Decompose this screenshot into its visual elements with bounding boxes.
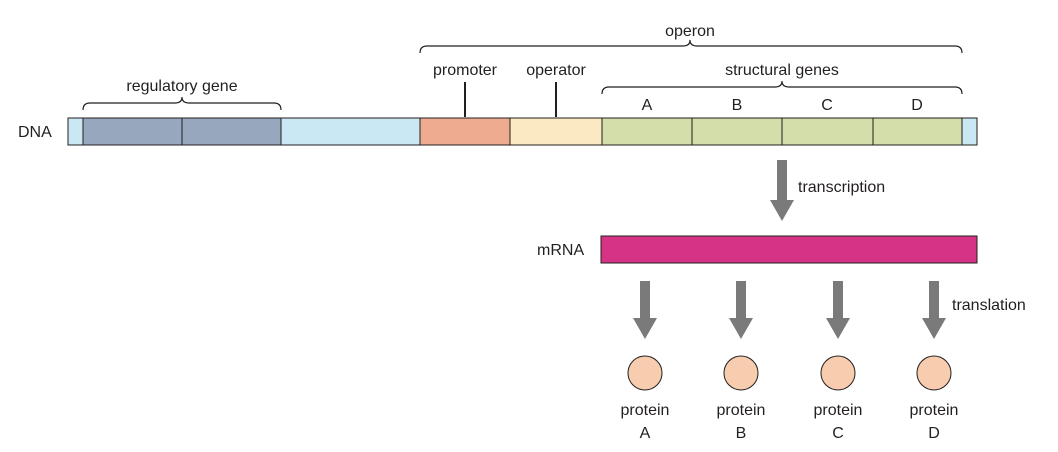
dna-label: DNA <box>18 124 52 141</box>
gene-label-b: B <box>732 97 743 114</box>
operator-segment <box>509 117 603 146</box>
dna-left-cap <box>67 117 84 146</box>
protein-b: protein B <box>717 355 766 442</box>
gene-d-segment <box>872 117 963 146</box>
protein-c: protein C <box>814 355 863 442</box>
operon-label: operon <box>665 23 715 40</box>
gene-c-segment <box>781 117 874 146</box>
protein-a: protein A <box>621 355 670 442</box>
protein-b-label: protein <box>717 402 766 419</box>
gene-label-d: D <box>911 97 923 114</box>
protein-c-label: protein <box>814 402 863 419</box>
protein-d-label: protein <box>910 402 959 419</box>
protein-d-circle <box>916 355 952 391</box>
mrna-label: mRNA <box>537 242 584 259</box>
operon-brace <box>419 39 963 54</box>
protein-c-letter: C <box>832 425 844 442</box>
transcription-arrow-icon <box>770 160 794 221</box>
gene-label-c: C <box>821 97 833 114</box>
regulatory-gene-label: regulatory gene <box>126 78 237 95</box>
structural-genes-label: structural genes <box>725 62 839 79</box>
transcription-label: transcription <box>798 179 885 196</box>
translation-arrow-icon-d <box>922 281 946 339</box>
protein-b-circle <box>723 355 759 391</box>
protein-a-label: protein <box>621 402 670 419</box>
mrna-strand <box>600 235 978 264</box>
protein-b-letter: B <box>736 425 747 442</box>
promoter-segment <box>419 117 511 146</box>
translation-arrow-icon-b <box>729 281 753 339</box>
gene-label-a: A <box>642 97 653 114</box>
gene-a-segment <box>601 117 693 146</box>
protein-c-circle <box>820 355 856 391</box>
structural-genes-brace <box>601 80 963 95</box>
protein-a-circle <box>627 355 663 391</box>
translation-arrow-icon-a <box>633 281 657 339</box>
dna-strand <box>67 117 978 146</box>
protein-d-letter: D <box>928 425 940 442</box>
spacer-segment <box>280 117 421 146</box>
operator-label: operator <box>526 62 586 79</box>
translation-label: translation <box>952 297 1026 314</box>
promoter-label: promoter <box>433 62 498 79</box>
regulatory-gene-segment-2 <box>181 117 282 146</box>
regulatory-gene-segment-1 <box>82 117 183 146</box>
regulatory-gene-brace <box>82 96 282 111</box>
gene-b-segment <box>691 117 783 146</box>
translation-arrow-icon-c <box>826 281 850 339</box>
protein-a-letter: A <box>640 425 651 442</box>
dna-right-cap <box>961 117 978 146</box>
protein-d: protein D <box>910 355 959 442</box>
